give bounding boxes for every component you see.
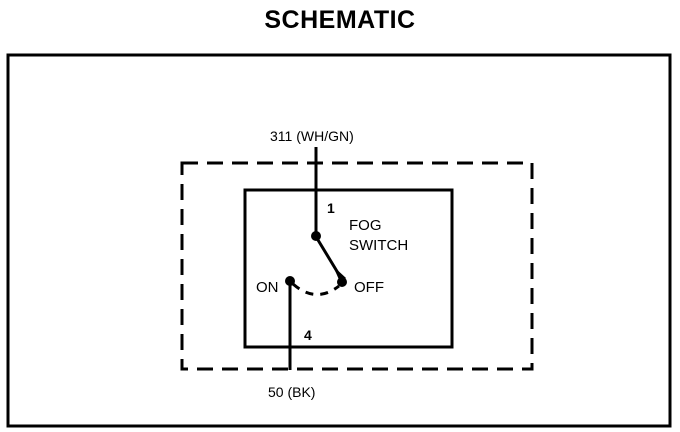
- terminal-1-label: 1: [327, 200, 335, 216]
- off-contact: [337, 277, 347, 287]
- terminal-4-label: 4: [304, 327, 312, 343]
- on-contact: [285, 276, 295, 286]
- switch-name-line2: SWITCH: [349, 237, 408, 254]
- switch-arm: [316, 239, 340, 274]
- switch-body: [243, 188, 454, 349]
- dashed-enclosure: [180, 161, 534, 371]
- terminal-1-contact: [311, 231, 321, 241]
- switch-name-line1: FOG: [349, 217, 382, 234]
- outer-frame: [6, 53, 672, 428]
- top-wire-label: 311 (WH/GN): [270, 128, 354, 144]
- page-title: SCHEMATIC: [264, 6, 416, 34]
- on-label: ON: [256, 279, 279, 296]
- bottom-wire-label: 50 (BK): [268, 384, 315, 400]
- switch-travel-arc: [292, 282, 340, 296]
- off-label: OFF: [354, 279, 384, 296]
